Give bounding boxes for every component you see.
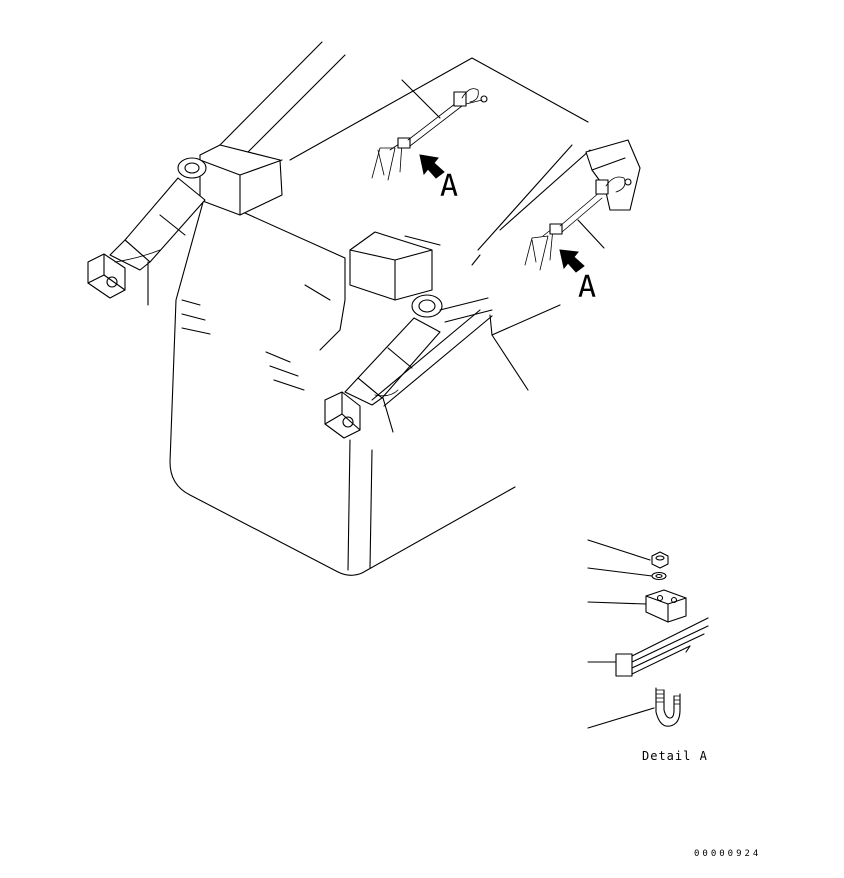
drawing-number: 00000924 <box>694 849 761 859</box>
detail-a-title: Detail A <box>642 749 708 763</box>
detail-a <box>587 539 709 729</box>
view-arrow-right-icon <box>559 249 585 273</box>
frame-lines <box>214 41 591 266</box>
view-arrow-left-icon <box>419 154 445 179</box>
harness-right <box>524 176 632 271</box>
right-cylinder <box>324 231 561 439</box>
view-label-a-upper: A <box>440 169 458 204</box>
bracket <box>585 139 641 211</box>
tank-body <box>169 194 516 576</box>
harness-upper <box>371 79 488 181</box>
view-label-a-lower: A <box>578 270 596 305</box>
left-cylinder <box>87 144 283 306</box>
